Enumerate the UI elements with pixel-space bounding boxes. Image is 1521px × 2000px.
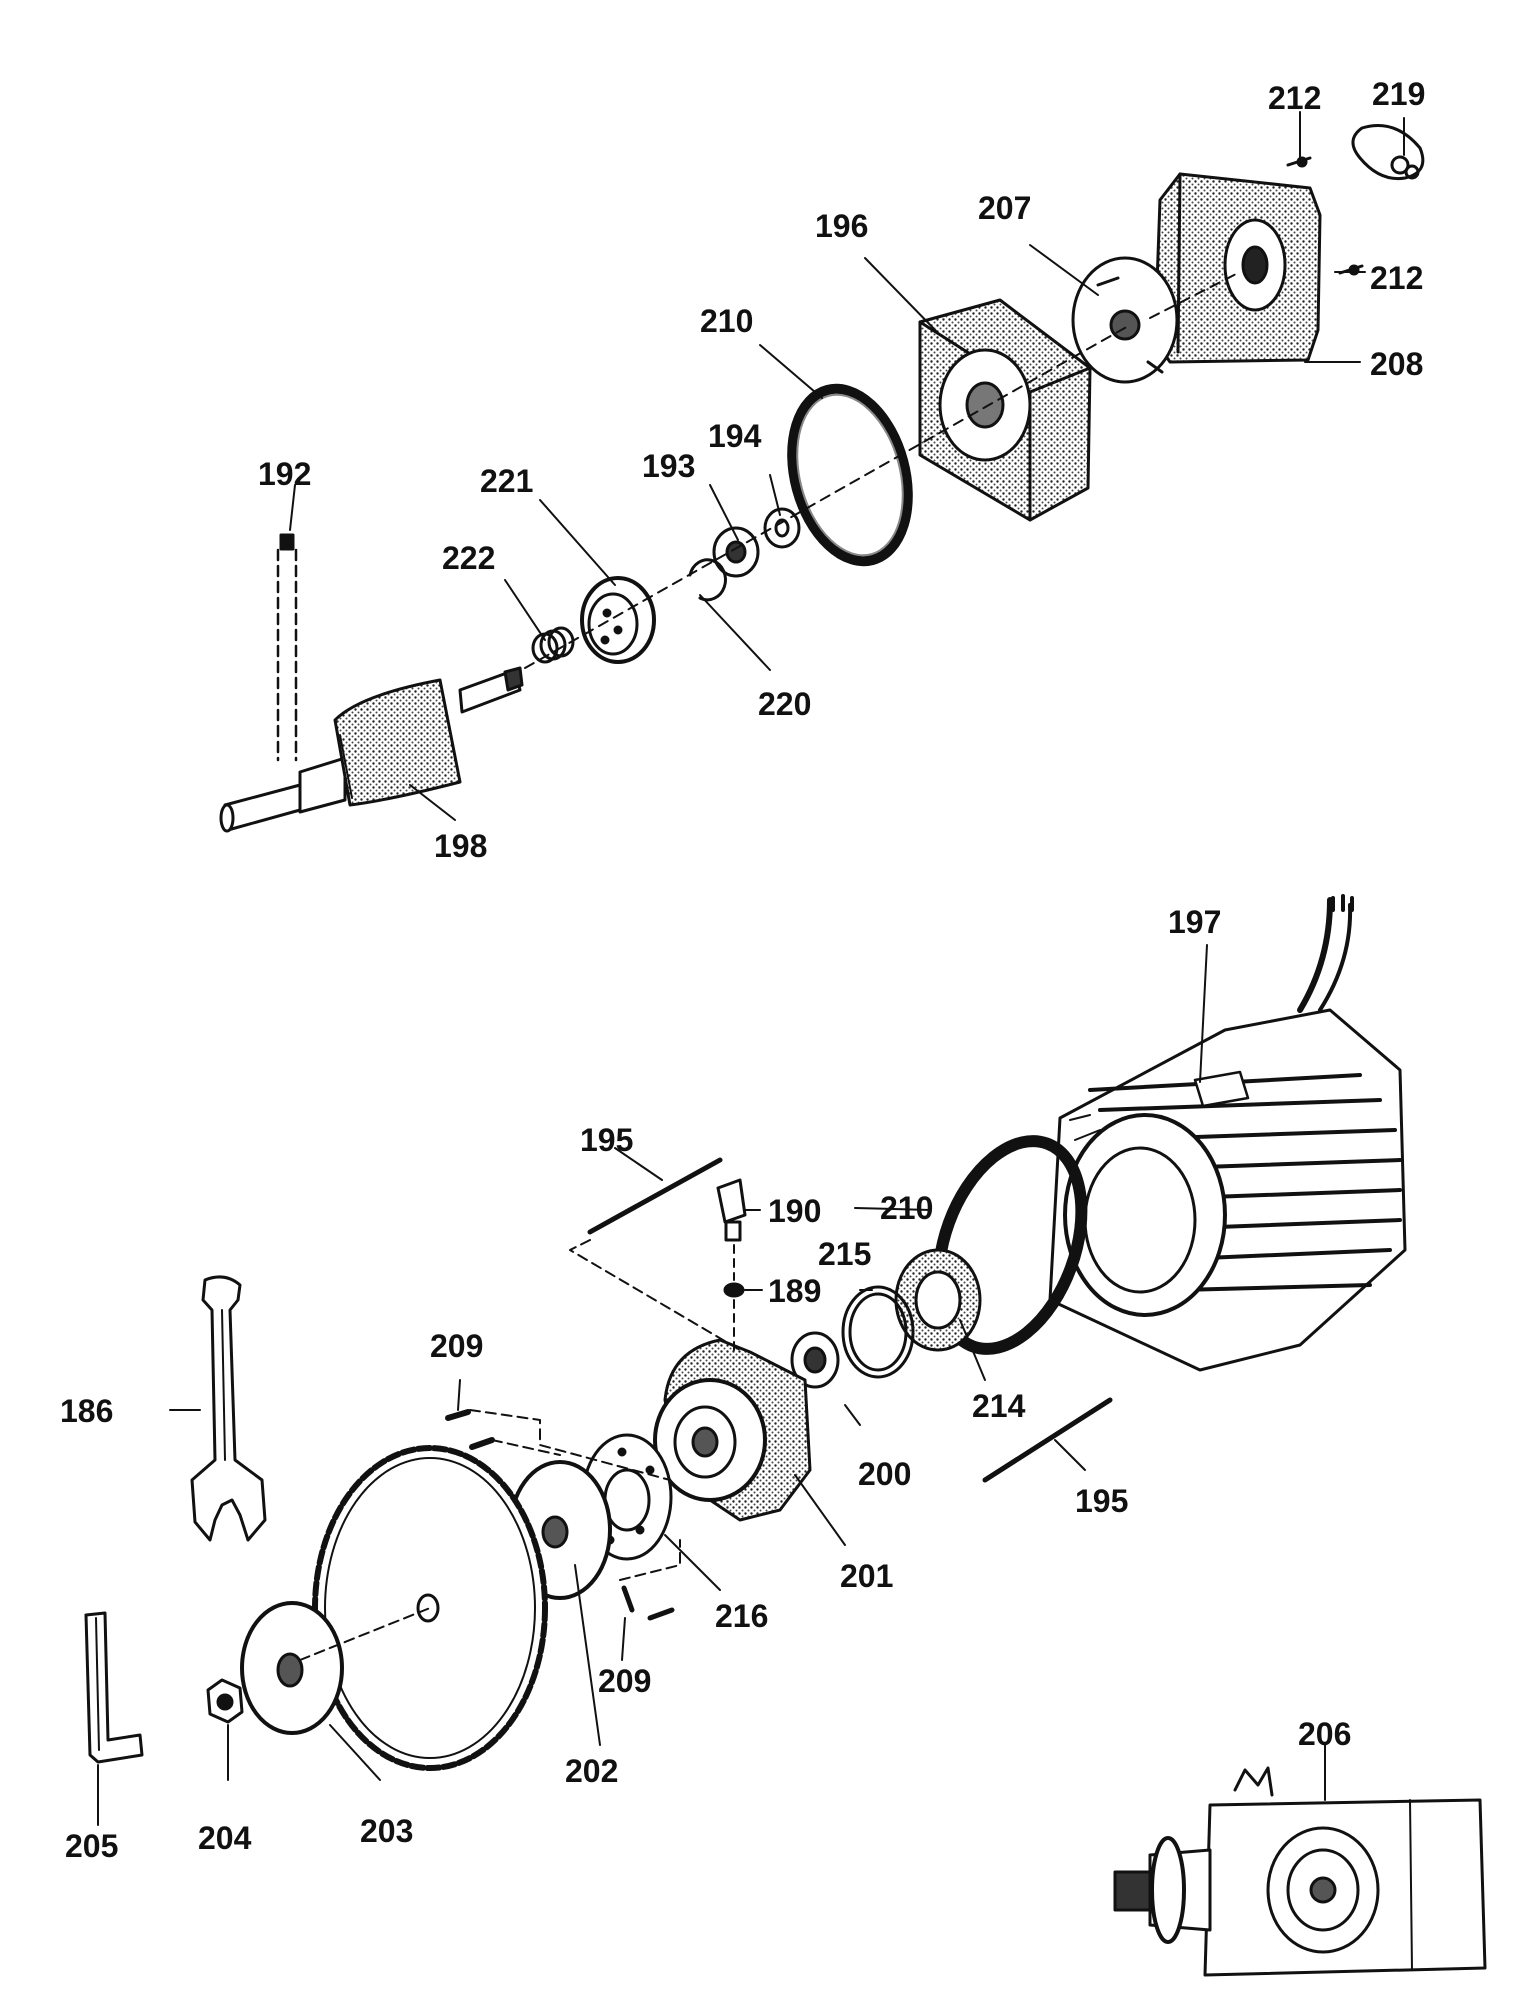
part-label-212: 212 bbox=[1370, 260, 1424, 296]
part-label-214: 214 bbox=[972, 1388, 1026, 1424]
screw-209-a bbox=[445, 1409, 471, 1421]
screw-209-b bbox=[469, 1437, 495, 1450]
part-label-196: 196 bbox=[815, 208, 869, 244]
washer-194 bbox=[763, 507, 801, 549]
part-label-192: 192 bbox=[258, 456, 312, 492]
part-label-208: 208 bbox=[1370, 346, 1424, 382]
part-label-220: 220 bbox=[758, 686, 812, 722]
outer-flange-203 bbox=[240, 1601, 344, 1735]
part-label-190: 190 bbox=[768, 1193, 822, 1229]
washer-189 bbox=[723, 1282, 745, 1298]
part-label-201: 201 bbox=[840, 1558, 894, 1594]
part-label-194: 194 bbox=[708, 418, 762, 454]
part-label-186: 186 bbox=[60, 1393, 114, 1429]
armature-198 bbox=[219, 666, 524, 833]
part-label-215: 215 bbox=[818, 1236, 872, 1272]
part-label-198: 198 bbox=[434, 828, 488, 864]
part-label-206: 206 bbox=[1298, 1716, 1352, 1752]
part-label-219: 219 bbox=[1372, 76, 1426, 112]
part-label-222: 222 bbox=[442, 540, 496, 576]
nut-204 bbox=[206, 1678, 244, 1724]
part-label-202: 202 bbox=[565, 1753, 619, 1789]
screw-209-c bbox=[621, 1585, 635, 1613]
bearing-193 bbox=[712, 526, 760, 578]
gear-housing-201 bbox=[653, 1338, 812, 1522]
bearing-200 bbox=[790, 1331, 840, 1389]
part-label-210: 210 bbox=[880, 1190, 934, 1226]
part-label-195: 195 bbox=[1075, 1483, 1129, 1519]
rod-195-upper bbox=[587, 1157, 723, 1235]
screw-209-d bbox=[647, 1607, 675, 1621]
wrench-186 bbox=[190, 1275, 267, 1542]
part-label-209: 209 bbox=[598, 1663, 652, 1699]
belt-ring-210-lower bbox=[932, 1135, 1088, 1355]
hex-key-205 bbox=[84, 1611, 144, 1764]
rod-195-lower bbox=[982, 1397, 1113, 1483]
bearing-cap-221 bbox=[580, 576, 656, 664]
saw-blade-203 bbox=[312, 1445, 548, 1771]
part-label-216: 216 bbox=[715, 1598, 769, 1634]
motor-housing-197 bbox=[1048, 894, 1407, 1372]
part-label-204: 204 bbox=[198, 1820, 252, 1856]
part-label-200: 200 bbox=[858, 1456, 912, 1492]
part-label-193: 193 bbox=[642, 448, 696, 484]
part-label-221: 221 bbox=[480, 463, 534, 499]
circlip-220 bbox=[688, 558, 727, 602]
part-label-210: 210 bbox=[700, 303, 754, 339]
belt-ring-210-upper bbox=[787, 383, 913, 567]
clip-219 bbox=[1351, 124, 1425, 181]
part-label-207: 207 bbox=[978, 190, 1032, 226]
gasket-215 bbox=[841, 1285, 915, 1379]
part-label-209: 209 bbox=[430, 1328, 484, 1364]
lever-190 bbox=[716, 1178, 747, 1242]
complete-motor-206 bbox=[1113, 1766, 1487, 1977]
part-label-189: 189 bbox=[768, 1273, 822, 1309]
part-label-197: 197 bbox=[1168, 904, 1222, 940]
part-label-203: 203 bbox=[360, 1813, 414, 1849]
part-label-205: 205 bbox=[65, 1828, 119, 1864]
rear-cover-208 bbox=[1153, 172, 1322, 364]
part-label-212: 212 bbox=[1268, 80, 1322, 116]
key-pin-192 bbox=[276, 533, 298, 762]
spring-222 bbox=[531, 626, 575, 664]
brush-plate-207 bbox=[1071, 256, 1179, 384]
fan-housing-196 bbox=[918, 298, 1092, 522]
gasket-214 bbox=[894, 1248, 982, 1352]
part-label-195: 195 bbox=[580, 1122, 634, 1158]
